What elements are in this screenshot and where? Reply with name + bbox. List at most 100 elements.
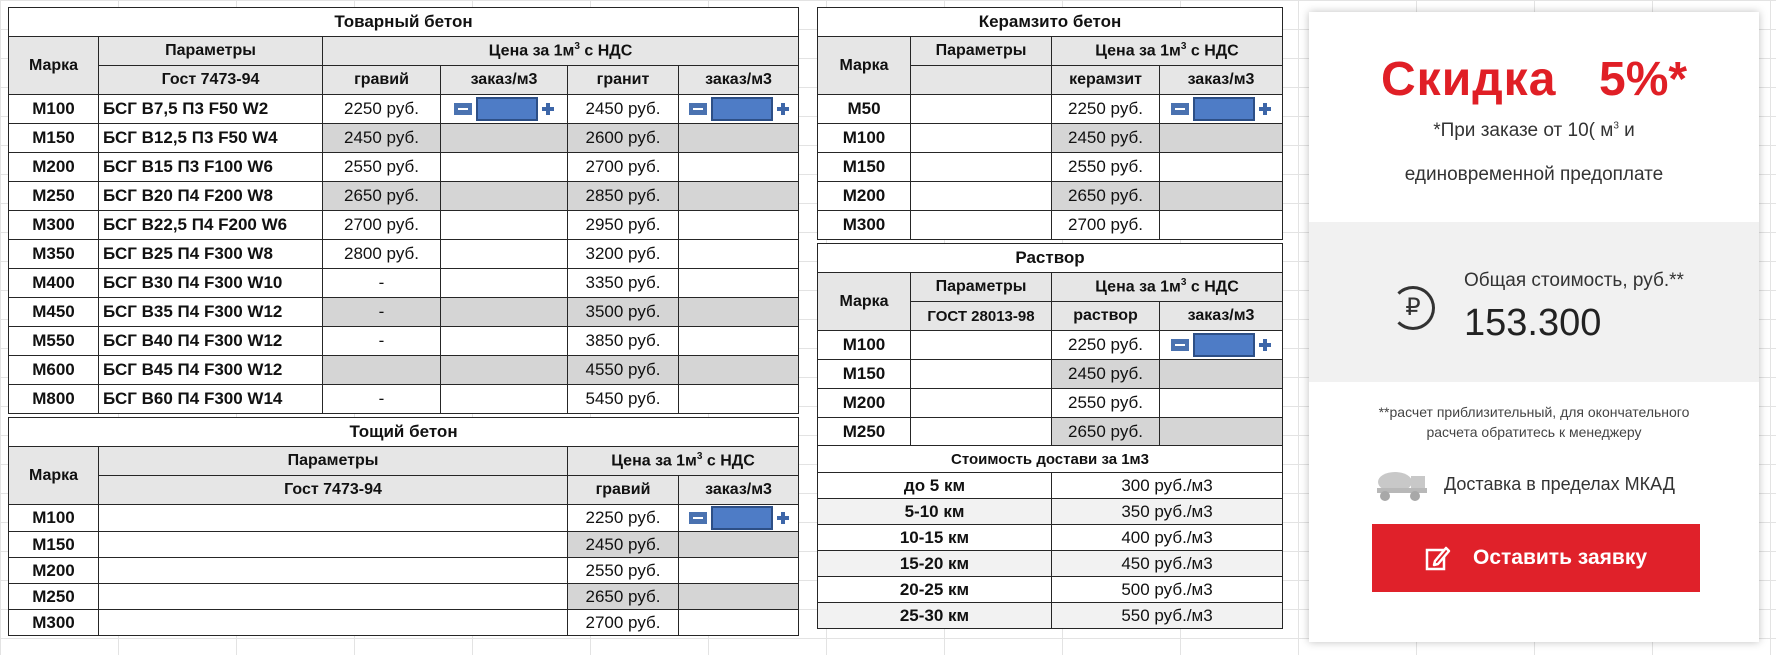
mortar-table: Раствор Марка Параметры Цена за 1м3 с НД… (816, 243, 1284, 447)
quantity-input[interactable] (710, 506, 773, 530)
order-cell[interactable] (1158, 388, 1284, 418)
order-cell[interactable] (677, 181, 800, 211)
edit-icon (1425, 546, 1451, 571)
minus-icon[interactable] (1171, 103, 1189, 115)
order-cell[interactable] (440, 123, 568, 153)
order-cell[interactable] (1158, 417, 1284, 447)
table-row: 10-15 км 400 руб./м3 (817, 524, 1284, 551)
table-row: М200 БСГ В15 П3 F100 W6 2550 руб. 2700 р… (8, 152, 800, 182)
order-cell[interactable] (1159, 123, 1283, 153)
gravel-price: - (322, 268, 441, 298)
table-row: М150 2550 руб. (817, 152, 1283, 182)
params-cell (98, 557, 568, 584)
order-cell[interactable] (440, 355, 568, 385)
order-cell[interactable] (677, 152, 800, 182)
marka-cell: М100 (817, 123, 911, 153)
lean-title: Тощий бетон (7, 417, 800, 447)
col-price: Цена за 1м3 с НДС (1051, 36, 1283, 66)
params-cell (910, 388, 1052, 418)
params-cell: БСГ В7,5 П3 F50 W2 (98, 94, 323, 124)
marka-cell: М400 (8, 268, 99, 298)
price-header-sup: 3 (696, 451, 703, 463)
col-price: Цена за 1м3 с НДС (1050, 272, 1284, 302)
col-order: заказ/м3 (1159, 65, 1283, 95)
order-cell[interactable] (440, 297, 568, 327)
order-cell[interactable] (677, 297, 800, 327)
order-cell[interactable] (677, 557, 800, 584)
order-cell[interactable] (677, 583, 800, 610)
order-cell[interactable] (677, 531, 800, 558)
order-cell[interactable] (1158, 359, 1284, 389)
marka-cell: М550 (8, 326, 99, 356)
marka-cell: М600 (8, 355, 99, 385)
minus-icon[interactable] (688, 103, 707, 115)
order-cell[interactable] (440, 384, 568, 414)
granite-price: 2450 руб. (567, 94, 679, 124)
order-cell[interactable] (1159, 152, 1283, 182)
order-cell[interactable] (1159, 210, 1283, 240)
quantity-input[interactable] (710, 97, 773, 121)
calc-note-line-1: **расчет приблизительный, для окончатель… (1378, 404, 1690, 420)
price-header-tail: с НДС (702, 452, 755, 470)
quantity-input[interactable] (1193, 333, 1256, 357)
mortar-price: 2550 руб. (1051, 388, 1160, 418)
params-cell: БСГ В30 П4 F300 W10 (98, 268, 323, 298)
params-cell: БСГ В22,5 П4 F200 W6 (98, 210, 323, 240)
quantity-input[interactable] (476, 97, 538, 121)
granite-price: 2600 руб. (567, 123, 679, 153)
order-cell[interactable] (677, 609, 800, 636)
concrete-mixer-truck-icon (1377, 472, 1427, 501)
order-cell[interactable] (677, 123, 800, 153)
order-cell[interactable] (440, 239, 568, 269)
gravel-price: 2650 руб. (567, 583, 679, 610)
table-row: М150 2450 руб. (8, 531, 800, 558)
minus-icon[interactable] (688, 512, 707, 524)
plus-icon[interactable] (776, 103, 789, 115)
granite-price: 3500 руб. (567, 297, 679, 327)
order-cell[interactable] (677, 384, 800, 414)
marka-cell: М200 (817, 181, 911, 211)
plus-icon[interactable] (542, 103, 554, 115)
submit-request-button[interactable]: Оставить заявку (1372, 524, 1700, 592)
order-cell[interactable] (677, 326, 800, 356)
order-cell[interactable] (677, 210, 800, 240)
granite-price: 3350 руб. (567, 268, 679, 298)
quantity-input[interactable] (1193, 97, 1255, 121)
order-cell[interactable] (677, 239, 800, 269)
distance-cell: 5-10 км (817, 498, 1052, 525)
table-row: 5-10 км 350 руб./м3 (817, 498, 1284, 525)
params-cell (910, 330, 1052, 360)
table-row: М100 БСГ В7,5 П3 F50 W2 2250 руб. 2450 р… (8, 94, 800, 124)
keramzit-price: 2550 руб. (1051, 152, 1160, 182)
col-keramzit: керамзит (1051, 65, 1160, 95)
params-cell (98, 504, 568, 532)
commodity-title: Товарный бетон (7, 7, 800, 37)
granite-price: 2700 руб. (567, 152, 679, 182)
order-cell[interactable] (677, 268, 800, 298)
params-cell (910, 181, 1052, 211)
gravel-price: 2700 руб. (322, 210, 441, 240)
order-cell[interactable] (1159, 181, 1283, 211)
plus-icon[interactable] (776, 512, 789, 524)
order-cell[interactable] (440, 152, 568, 182)
params-cell (910, 417, 1052, 447)
params-cell (910, 210, 1052, 240)
params-cell (910, 359, 1052, 389)
ruble-icon: ₽ (1391, 286, 1435, 330)
plus-icon[interactable] (1259, 339, 1272, 351)
minus-icon[interactable] (1171, 339, 1190, 351)
order-cell[interactable] (440, 326, 568, 356)
plus-icon[interactable] (1259, 103, 1271, 115)
table-row: М250 2650 руб. (817, 417, 1284, 447)
table-row: М550 БСГ В40 П4 F300 W12 - 3850 руб. (8, 326, 800, 356)
distance-cell: до 5 км (817, 472, 1052, 499)
delivery-price: 350 руб./м3 (1050, 498, 1284, 525)
order-cell[interactable] (440, 181, 568, 211)
price-header-text: Цена за 1м (611, 452, 697, 470)
order-cell[interactable] (677, 355, 800, 385)
order-cell[interactable] (440, 210, 568, 240)
order-cell[interactable] (440, 268, 568, 298)
minus-icon[interactable] (454, 103, 472, 115)
table-row: М50 2250 руб. (817, 94, 1283, 124)
order-stepper (1159, 94, 1283, 124)
